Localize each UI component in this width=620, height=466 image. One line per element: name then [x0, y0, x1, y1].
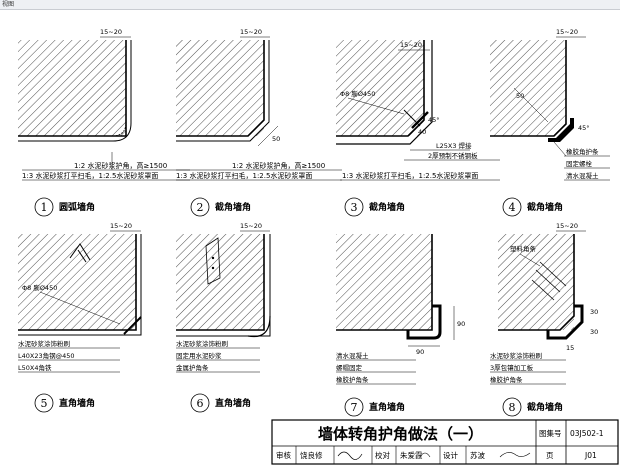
- svg-text:4: 4: [509, 201, 516, 214]
- svg-text:L25X3 焊接: L25X3 焊接: [436, 141, 472, 150]
- svg-text:3: 3: [351, 201, 358, 214]
- check-label: 校对: [375, 450, 390, 460]
- detail-number: 1: [41, 201, 48, 214]
- svg-text:15~20: 15~20: [240, 222, 262, 230]
- svg-text:50: 50: [272, 135, 280, 143]
- checker-signature: [419, 452, 431, 458]
- svg-text:橡胶护角条: 橡胶护角条: [490, 375, 523, 384]
- svg-text:螺帽固定: 螺帽固定: [336, 363, 363, 372]
- svg-text:2: 2: [197, 201, 204, 214]
- svg-text:45°: 45°: [428, 116, 440, 124]
- window-title: 视图: [2, 1, 15, 8]
- svg-text:L40X23角钢@450: L40X23角钢@450: [18, 351, 75, 360]
- page-label: 页: [546, 451, 554, 460]
- svg-text:6: 6: [197, 397, 204, 410]
- review-label: 审核: [276, 450, 291, 460]
- svg-text:Φ8 膨Ø450: Φ8 膨Ø450: [22, 283, 57, 292]
- drawing-title: 墙体转角护角做法（一）: [318, 425, 483, 443]
- reviewer-name: 饶良修: [300, 450, 323, 460]
- svg-text:1:2 水泥砂浆护角，高≥1500: 1:2 水泥砂浆护角，高≥1500: [232, 161, 325, 170]
- svg-text:5: 5: [41, 397, 48, 410]
- svg-text:固定用水泥砂浆: 固定用水泥砂浆: [176, 351, 222, 360]
- svg-text:直角墙角: 直角墙角: [59, 397, 95, 409]
- svg-text:30: 30: [590, 328, 598, 336]
- svg-text:橡胶护角条: 橡胶护角条: [336, 375, 369, 384]
- svg-text:清水混凝土: 清水混凝土: [566, 171, 599, 180]
- svg-text:截角墙角: 截角墙角: [527, 201, 563, 213]
- page-value: J01: [584, 451, 597, 460]
- svg-text:90: 90: [416, 348, 424, 356]
- svg-text:1:3 水泥砂浆打平扫毛，1:2.5水泥砂浆罩面: 1:3 水泥砂浆打平扫毛，1:2.5水泥砂浆罩面: [176, 171, 312, 180]
- wall-hatch: [18, 40, 126, 136]
- svg-text:3厚包镶加工板: 3厚包镶加工板: [490, 363, 534, 372]
- svg-text:固定螺栓: 固定螺栓: [566, 159, 593, 168]
- detail-4: 15~20 50 45° 橡胶角护条 固定螺栓 清水混凝土 4 截角墙角: [490, 28, 610, 217]
- detail-2: 15~20 50 1:2 水泥砂浆护角，高≥1500 1:3 水泥砂浆打平扫毛，…: [176, 28, 342, 217]
- svg-text:1:3 水泥砂浆打平扫毛，1:2.5水泥砂浆罩面: 1:3 水泥砂浆打平扫毛，1:2.5水泥砂浆罩面: [342, 171, 478, 180]
- svg-text:截角墙角: 截角墙角: [527, 401, 563, 413]
- label-1b: 1:3 水泥砂浆打平扫毛，1:2.5水泥砂浆罩面: [22, 171, 158, 180]
- svg-text:2厚预制不锈钢板: 2厚预制不锈钢板: [428, 151, 478, 160]
- title-block: 墙体转角护角做法（一） 图集号 03J502-1 审核 饶良修 校对 朱爱霞 设…: [271, 419, 619, 465]
- detail-5: 15~20 Φ8 膨Ø450 水泥砂浆涂饰粉刷 L40X23角钢@450 L50…: [18, 222, 142, 413]
- svg-text:橡胶角护条: 橡胶角护条: [566, 147, 599, 156]
- detail-8: 15~20 30 30 15 塑料角条 水泥砂浆涂饰粉刷 3厚包镶加工板 橡胶护…: [490, 222, 598, 417]
- svg-text:水泥砂浆涂饰粉刷: 水泥砂浆涂饰粉刷: [490, 351, 542, 360]
- svg-text:7: 7: [351, 401, 358, 414]
- detail-3: 15~20 40 45° Φ8 膨Ø450 L25X3 焊接 2厚预制不锈钢板 …: [336, 40, 500, 217]
- label-1a: 1:2 水泥砂浆护角，高≥1500: [74, 161, 167, 170]
- svg-text:直角墙角: 直角墙角: [369, 401, 405, 413]
- atlas-label: 图集号: [539, 428, 562, 438]
- detail-1: 15~20 1:2 水泥砂浆护角，高≥1500 1:3 水泥砂浆打平扫毛，1:2…: [18, 28, 190, 217]
- svg-text:8: 8: [509, 401, 516, 414]
- plaster-layer: [18, 40, 127, 137]
- checker-name: 朱爱霞: [400, 450, 423, 460]
- svg-text:15~20: 15~20: [400, 41, 422, 49]
- svg-text:15: 15: [566, 344, 574, 352]
- svg-text:截角墙角: 截角墙角: [369, 201, 405, 213]
- svg-text:塑料角条: 塑料角条: [510, 244, 537, 253]
- svg-text:截角墙角: 截角墙角: [215, 201, 251, 213]
- svg-text:15~20: 15~20: [556, 28, 578, 36]
- svg-text:15~20: 15~20: [240, 28, 262, 36]
- svg-text:15~20: 15~20: [110, 222, 132, 230]
- svg-text:金属护角条: 金属护角条: [176, 363, 209, 372]
- svg-text:45°: 45°: [578, 124, 590, 132]
- window-title-bar: 视图: [0, 0, 620, 10]
- svg-text:30: 30: [590, 308, 598, 316]
- svg-text:40: 40: [418, 128, 426, 136]
- svg-text:直角墙角: 直角墙角: [215, 397, 251, 409]
- detail-number-circle: [34, 197, 54, 217]
- svg-text:15~20: 15~20: [556, 222, 578, 230]
- construction-drawing: 15~20 1:2 水泥砂浆护角，高≥1500 1:3 水泥砂浆打平扫毛，1:2…: [18, 28, 619, 465]
- svg-text:90: 90: [457, 320, 465, 328]
- detail-6: 15~20 水泥砂浆涂饰粉刷 固定用水泥砂浆 金属护角条 6 直角墙角: [176, 222, 271, 413]
- detail-7: 90 90 清水混凝土 螺帽固定 橡胶护角条 7 直角墙角: [336, 234, 465, 417]
- atlas-value: 03J502-1: [570, 429, 604, 438]
- dim-top: 15~20: [100, 28, 122, 36]
- svg-text:50: 50: [516, 92, 524, 100]
- svg-text:水泥砂浆涂饰粉刷: 水泥砂浆涂饰粉刷: [176, 339, 228, 348]
- svg-text:L50X4角铁: L50X4角铁: [18, 363, 52, 372]
- svg-text:清水混凝土: 清水混凝土: [336, 351, 369, 360]
- designer-name: 苏波: [470, 450, 485, 460]
- svg-text:水泥砂浆涂饰粉刷: 水泥砂浆涂饰粉刷: [18, 339, 70, 348]
- detail-caption: 圆弧墙角: [59, 201, 95, 213]
- designer-signature: [499, 452, 531, 458]
- svg-text:Φ8 膨Ø450: Φ8 膨Ø450: [340, 89, 375, 98]
- reviewer-signature: [337, 451, 363, 460]
- plaster-layer-outer: [18, 40, 132, 142]
- design-label: 设计: [443, 450, 458, 460]
